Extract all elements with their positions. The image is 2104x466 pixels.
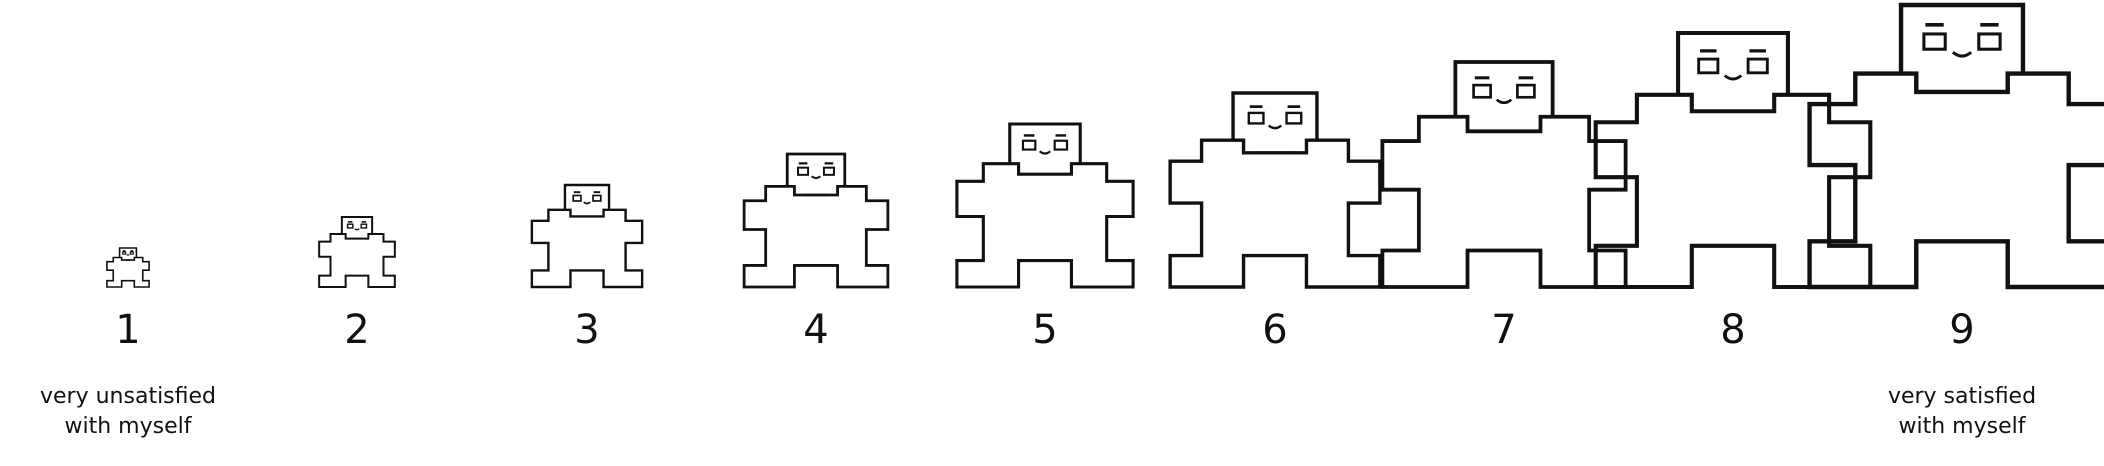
right-anchor-line1: very satisfied [1887, 384, 2037, 409]
figure-1-hair [118, 247, 138, 258]
figure-8-nose [1723, 74, 1743, 81]
figure-1-nose [126, 254, 130, 256]
figure-3-nose [583, 201, 591, 205]
figure-6-hair [1231, 91, 1319, 141]
left-anchor-label: very unsatisfied with myself [0, 382, 258, 442]
figure-1-body [106, 256, 150, 288]
figure-2-eye-right [360, 223, 368, 229]
figure-4-nose [811, 175, 821, 180]
figure-3-body [530, 208, 644, 289]
figure-7-hair [1453, 60, 1555, 117]
figure-9 [1807, 2, 2104, 290]
figure-3-eye-left [572, 194, 582, 202]
figure-8 [1593, 30, 1873, 290]
figure-4 [742, 152, 890, 289]
figure-5-eye-left [1021, 139, 1037, 151]
figure-7-eye-right [1516, 83, 1536, 99]
figure-4-eye-left [797, 166, 810, 176]
scale-number-3: 3 [574, 307, 600, 353]
figure-9-nose [1951, 51, 1973, 58]
scale-number-8: 8 [1720, 307, 1746, 353]
scale-number-5: 5 [1032, 307, 1058, 353]
figure-6 [1168, 91, 1382, 289]
figure-6-nose [1267, 124, 1283, 130]
figure-9-eye-right [1977, 32, 2002, 51]
figure-7-eye-left [1472, 83, 1492, 99]
figure-2 [318, 216, 396, 288]
figure-6-eye-right [1285, 111, 1303, 125]
figure-1-eye-right [129, 251, 134, 255]
figure-4-body [742, 184, 890, 289]
scale-number-9: 9 [1949, 307, 1975, 353]
figure-9-body [1807, 71, 2104, 290]
figure-5-hair [1008, 122, 1082, 164]
figure-4-eye-right [822, 166, 835, 176]
figure-5 [955, 122, 1135, 289]
figure-7-body [1380, 114, 1628, 289]
figure-8-hair [1676, 30, 1790, 95]
figure-8-eye-left [1697, 57, 1720, 75]
figure-8-eye-right [1746, 57, 1769, 75]
figure-9-hair [1898, 2, 2026, 74]
figure-5-body [955, 162, 1135, 289]
scale-number-1: 1 [115, 307, 141, 353]
right-anchor-label: very satisfied with myself [1832, 382, 2092, 442]
figure-6-body [1168, 138, 1382, 289]
figure-1-eye-left [122, 251, 127, 255]
figure-1 [106, 247, 150, 288]
left-anchor-line2: with myself [64, 414, 192, 439]
scale-number-6: 6 [1262, 307, 1288, 353]
left-anchor-line1: very unsatisfied [40, 384, 216, 409]
figure-7-nose [1495, 98, 1513, 105]
figure-2-body [318, 233, 396, 288]
figure-5-eye-right [1053, 139, 1069, 151]
right-anchor-line2: with myself [1898, 414, 2026, 439]
scale-number-2: 2 [344, 307, 370, 353]
figure-4-hair [785, 152, 847, 187]
figure-8-body [1593, 92, 1873, 290]
figure-3-hair [563, 183, 611, 210]
figure-2-eye-left [346, 223, 354, 229]
figure-6-eye-left [1247, 111, 1265, 125]
scale-number-4: 4 [803, 307, 829, 353]
figure-3-eye-right [592, 194, 602, 202]
figure-5-nose [1039, 150, 1051, 155]
figure-3 [530, 183, 644, 289]
figure-2-nose [354, 228, 360, 231]
figure-9-eye-left [1922, 32, 1947, 51]
figure-7 [1380, 60, 1628, 289]
scale-number-7: 7 [1491, 307, 1517, 353]
figure-2-hair [340, 216, 374, 235]
